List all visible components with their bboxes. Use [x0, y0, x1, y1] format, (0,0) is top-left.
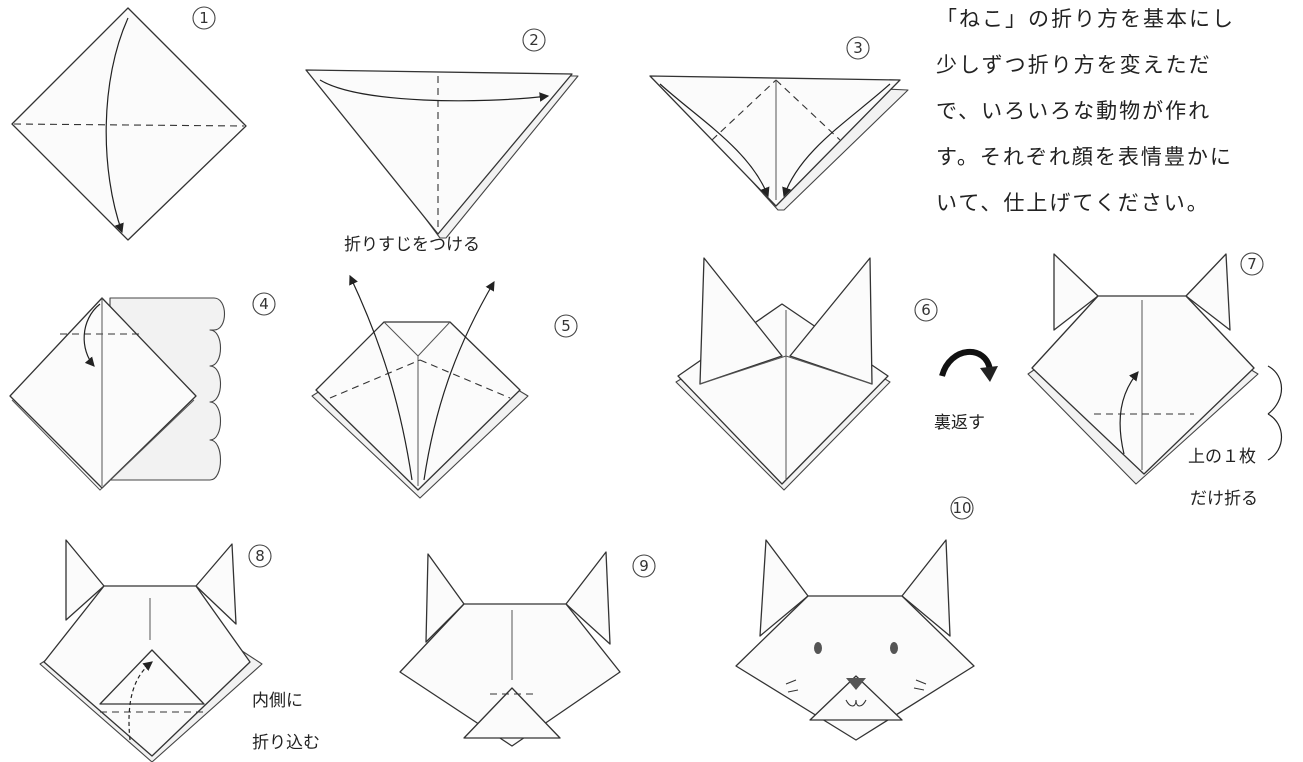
tuck-label-1: 内側に: [252, 691, 303, 711]
step-number-1: 1: [199, 9, 209, 27]
top-one-label-1: 上の１枚: [1188, 447, 1256, 467]
step-number-8: 8: [255, 547, 265, 565]
step-6-diagram: 6: [676, 258, 937, 490]
step-number-3: 3: [853, 39, 863, 57]
step-10-diagram: 10: [736, 497, 974, 740]
flip-arrow-icon: [942, 352, 998, 382]
step-5-diagram: 5: [312, 276, 577, 498]
flip-label: 裏返す: [934, 412, 985, 433]
step-number-10: 10: [952, 499, 971, 517]
intro-text: 「ねこ」の折り方を基本にし 少しずつ折り方を変えただ で、いろいろな動物が作れ …: [936, 7, 1235, 215]
top-one-label-2: だけ折る: [1190, 489, 1258, 509]
step-8-diagram: 8: [40, 540, 271, 762]
step-number-2: 2: [529, 31, 539, 49]
intro-line-4: す。それぞれ顔を表情豊かに: [936, 145, 1233, 169]
intro-line-2: 少しずつ折り方を変えただ: [936, 53, 1212, 77]
intro-line-1: 「ねこ」の折り方を基本にし: [936, 7, 1235, 31]
crease-label: 折りすじをつける: [344, 235, 480, 255]
intro-line-3: で、いろいろな動物が作れ: [936, 99, 1211, 123]
intro-line-5: いて、仕上げてください。: [936, 191, 1210, 215]
step-3-diagram: 3: [650, 37, 908, 210]
step-1-diagram: 1: [12, 7, 246, 240]
step-2-diagram: 2: [306, 29, 578, 238]
step-9-diagram: 9: [400, 552, 655, 746]
tuck-label-2: 折り込む: [252, 733, 320, 753]
step-number-4: 4: [259, 295, 269, 313]
step-number-6: 6: [921, 301, 931, 319]
step-number-5: 5: [561, 317, 571, 335]
step-number-9: 9: [639, 557, 649, 575]
step-4-diagram: 4: [10, 293, 275, 490]
step-number-7: 7: [1247, 255, 1257, 273]
